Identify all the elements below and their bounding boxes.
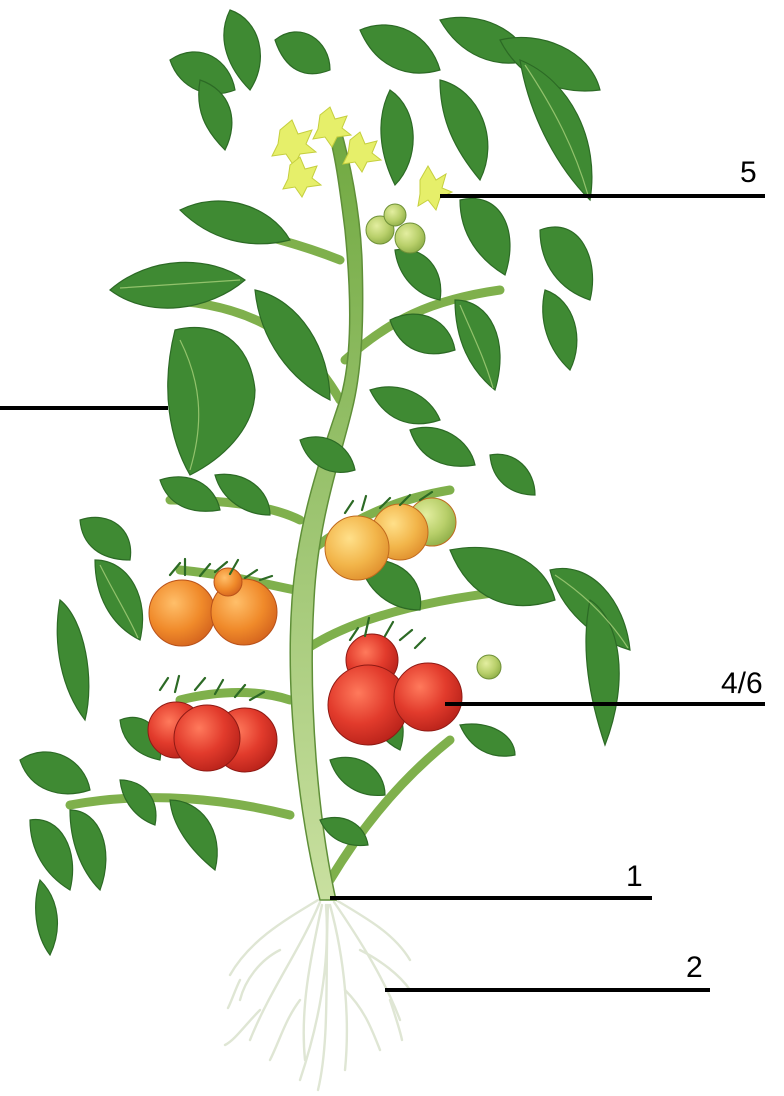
- roots: [225, 900, 410, 1090]
- label-stem: 1: [626, 862, 643, 892]
- fruit-cluster-left-red: [148, 702, 277, 772]
- label-root: 2: [686, 953, 703, 983]
- flowers: [272, 107, 452, 210]
- label-fruit: 4/6: [721, 669, 763, 699]
- label-flower: 5: [740, 158, 757, 188]
- green-fruits-top: [366, 204, 425, 253]
